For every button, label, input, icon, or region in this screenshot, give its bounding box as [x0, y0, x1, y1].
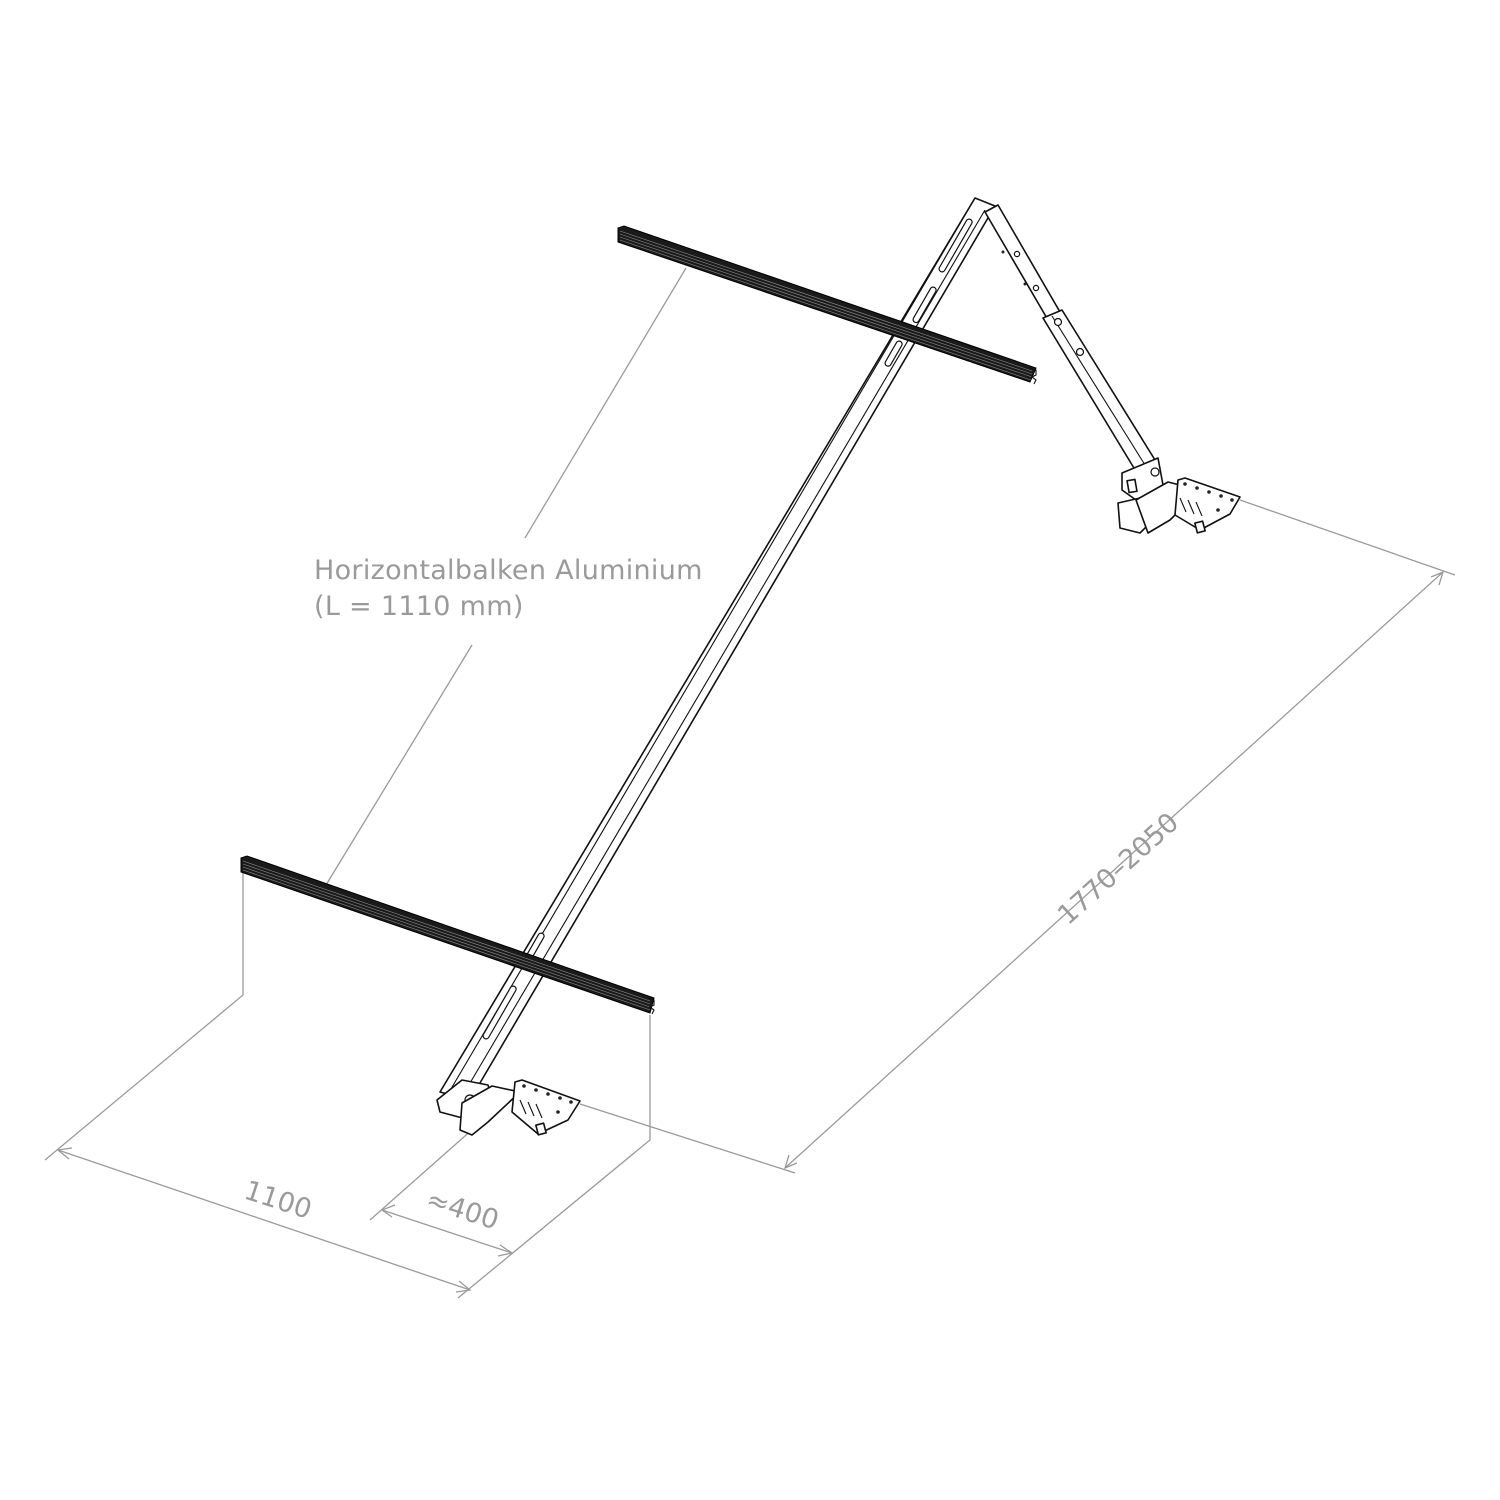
lower-roof-hook: [436, 1079, 581, 1136]
callout-leader-upper: [524, 267, 687, 539]
arrow-1100-left: [56, 1147, 73, 1160]
dimension-lines: [44, 267, 1456, 1299]
callout-line-2: (L = 1110 mm): [314, 591, 524, 622]
arrow-1100-right: [455, 1280, 472, 1293]
extension-line-left: [44, 872, 244, 1161]
upper-horizontal-beam: [617, 225, 1037, 385]
arrow-400-left: [380, 1204, 396, 1218]
extension-line-upper-hook: [1239, 499, 1456, 576]
extension-line-lower-hook: [579, 1103, 796, 1174]
dimension-line-1100: [57, 1149, 471, 1291]
dimension-line-400: [381, 1209, 513, 1254]
support-strut: [984, 204, 1161, 479]
arrow-length-bottom: [783, 1154, 798, 1170]
extension-line-hook: [369, 1127, 475, 1221]
arrow-400-right: [497, 1244, 514, 1257]
callout-line-1: Horizontalbalken Aluminium: [314, 555, 703, 586]
upper-roof-hook: [1117, 457, 1241, 534]
callout-leader-lower: [325, 644, 473, 886]
lower-horizontal-beam: [240, 855, 655, 1015]
dimension-line-length: [784, 571, 1444, 1169]
extension-line-right: [457, 1015, 651, 1299]
arrow-length-top: [1430, 570, 1445, 586]
callout-label: Horizontalbalken Aluminium (L = 1110 mm): [314, 553, 703, 625]
